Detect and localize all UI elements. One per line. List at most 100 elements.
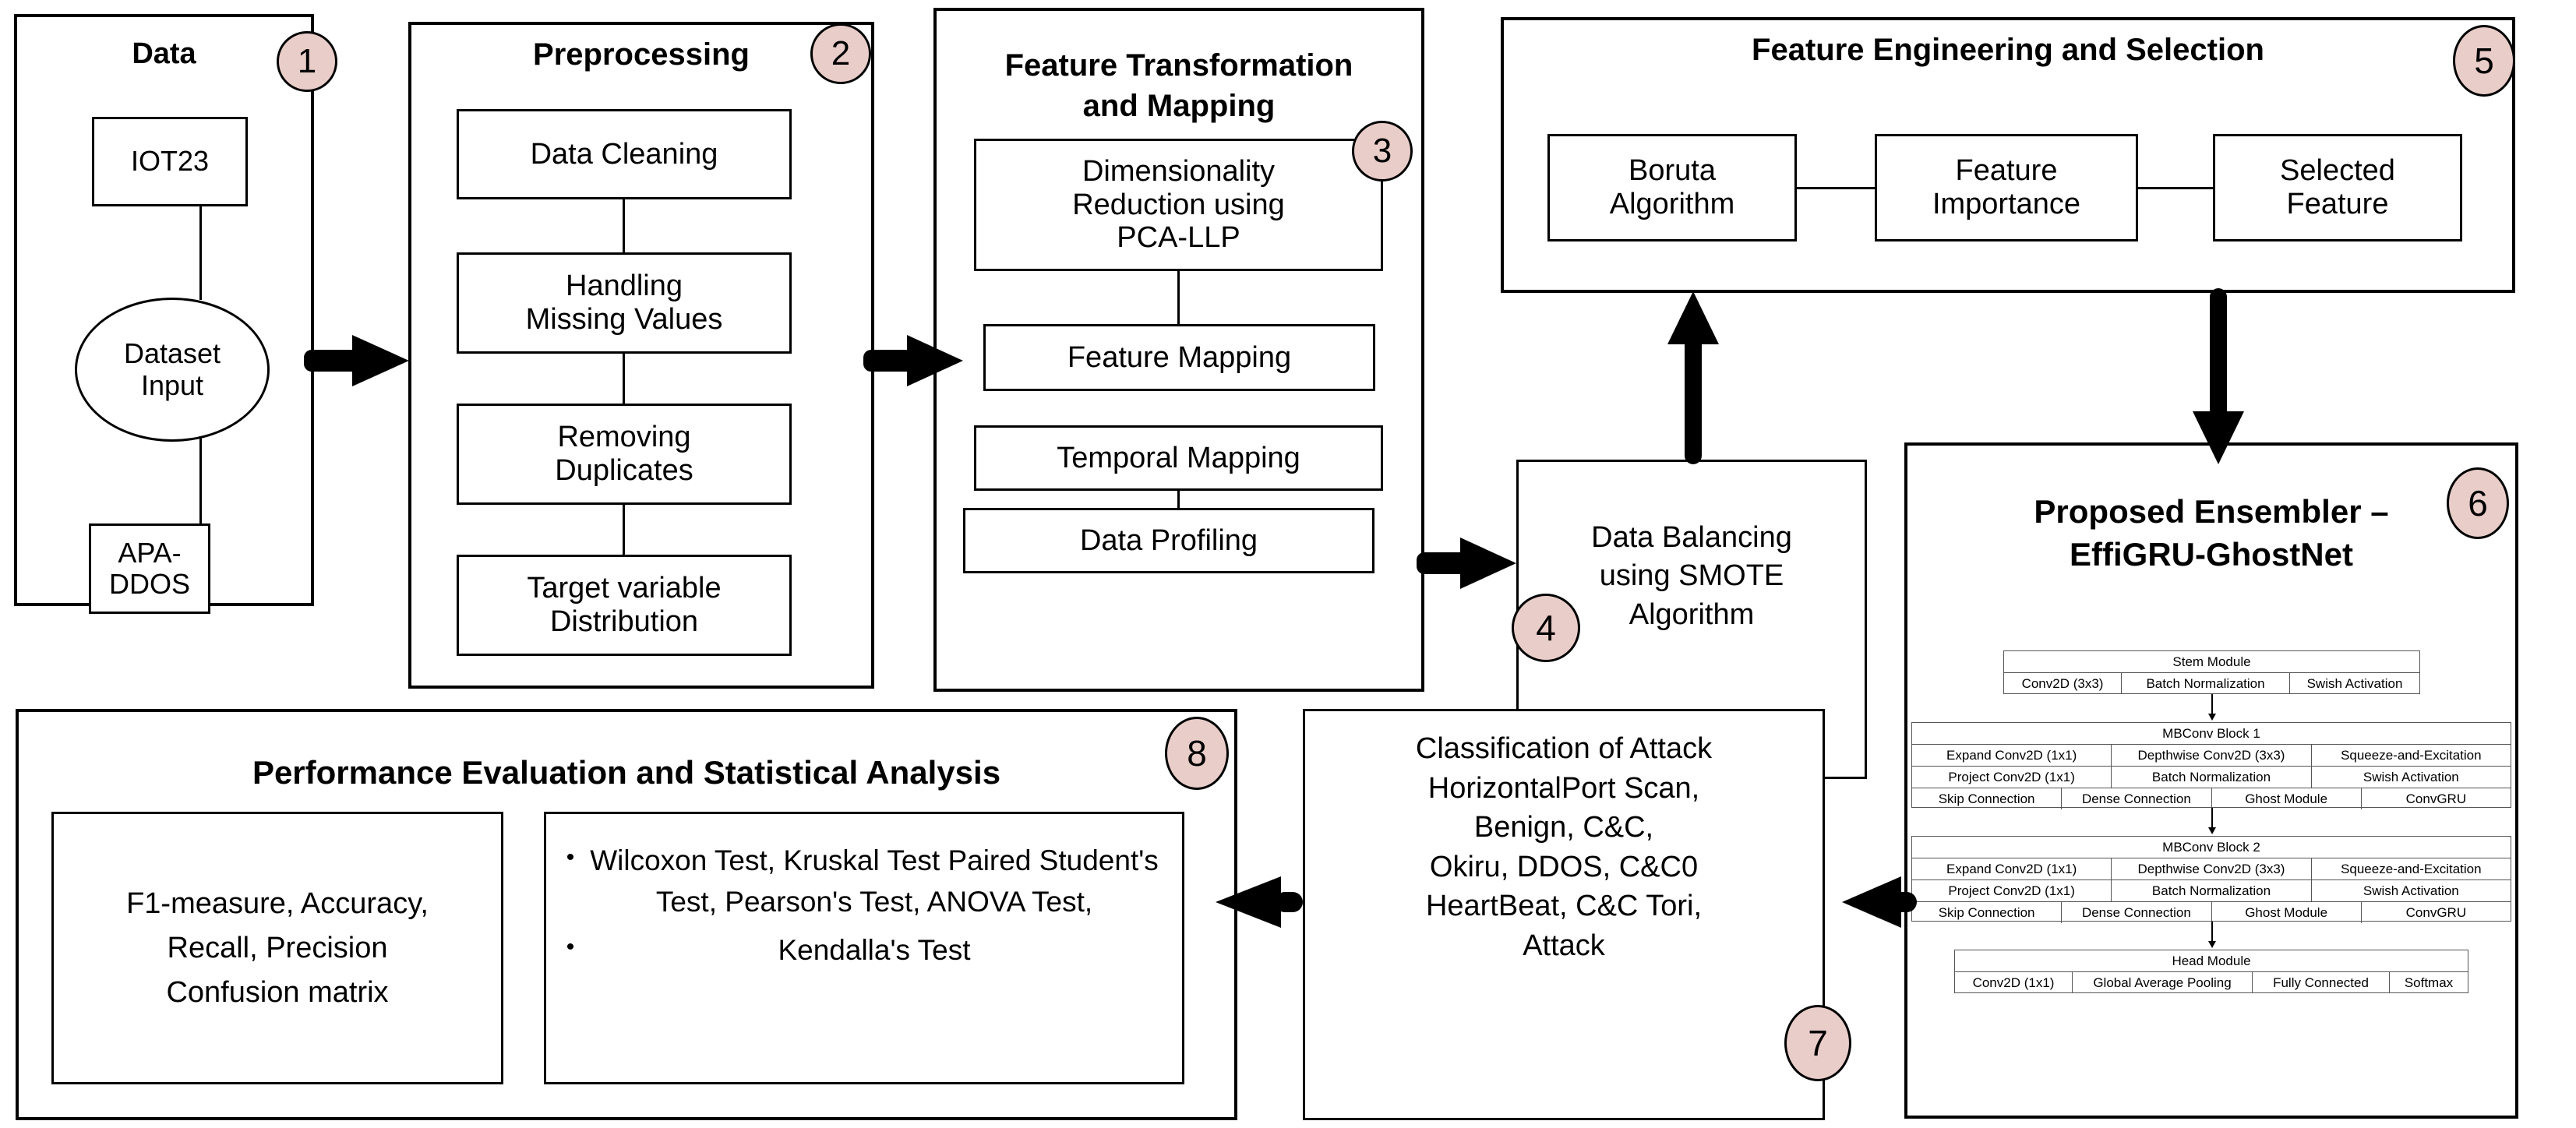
panel-feature-transformation-title: Feature Transformation and Mapping bbox=[933, 43, 1424, 129]
node-boruta-line2: Algorithm bbox=[1609, 188, 1735, 220]
arch-row: Project Conv2D (1x1) Batch Normalization… bbox=[1912, 880, 2511, 902]
node-dataset-input-line2: Input bbox=[140, 368, 204, 401]
panel-performance-title: Performance Evaluation and Statistical A… bbox=[252, 754, 1001, 791]
ft-title-line2: and Mapping bbox=[1082, 89, 1276, 123]
connector-dataset-apa bbox=[199, 436, 202, 527]
arch-block-head-module-title: Head Module bbox=[1955, 950, 2468, 972]
node-data-cleaning: Data Cleaning bbox=[457, 109, 792, 199]
arch-cell: Conv2D (1x1) bbox=[1955, 972, 2073, 993]
cls-line6: Attack bbox=[1523, 929, 1605, 962]
node-sf-line1: Selected bbox=[2280, 154, 2395, 188]
label-data-balancing: Data Balancing using SMOTE Algorithm bbox=[1516, 483, 1867, 670]
node-tvd-line1: Target variable bbox=[527, 572, 722, 605]
cls-line2: HorizontalPort Scan, bbox=[1427, 771, 1700, 805]
arch-cell: Expand Conv2D (1x1) bbox=[1912, 745, 2112, 766]
connector-iot23-dataset bbox=[199, 206, 202, 300]
db-line2: using SMOTE bbox=[1599, 559, 1784, 593]
arch-row: Project Conv2D (1x1) Batch Normalization… bbox=[1912, 767, 2511, 788]
node-fi-line1: Feature bbox=[1955, 154, 2058, 188]
arch-cell: Dense Connection bbox=[2062, 902, 2212, 923]
arch-block-mbconv-2: MBConv Block 2 Expand Conv2D (1x1) Depth… bbox=[1911, 836, 2511, 923]
badge-1: 1 bbox=[277, 31, 337, 92]
node-boruta-line1: Boruta bbox=[1629, 154, 1716, 188]
bullet-icon: • bbox=[566, 844, 575, 870]
badge-2: 2 bbox=[810, 23, 871, 84]
connector-prep-3-4 bbox=[623, 505, 625, 558]
node-feature-importance: Feature Importance bbox=[1875, 134, 2138, 241]
arch-cell: Global Average Pooling bbox=[2073, 972, 2253, 993]
node-dimensionality-reduction: Dimensionality Reduction using PCA-LLP bbox=[974, 139, 1383, 271]
ensembler-architecture: Stem Module Conv2D (3x3) Batch Normaliza… bbox=[1904, 650, 2518, 1087]
connector-prep-1-2 bbox=[623, 199, 625, 256]
arch-row: Conv2D (3x3) Batch Normalization Swish A… bbox=[2004, 673, 2419, 694]
node-fi-line2: Importance bbox=[1932, 188, 2081, 220]
cls-line1: Classification of Attack bbox=[1415, 732, 1713, 765]
metrics-line1: F1-measure, Accuracy, bbox=[126, 887, 429, 920]
badge-4: 4 bbox=[1512, 594, 1580, 662]
node-data-profiling: Data Profiling bbox=[963, 508, 1374, 573]
node-handling-missing-values: Handling Missing Values bbox=[457, 252, 792, 354]
node-sf-line2: Feature bbox=[2286, 188, 2389, 220]
node-apa-ddos-line2: DDOS bbox=[108, 568, 190, 600]
arch-block-mbconv-1-title: MBConv Block 1 bbox=[1912, 723, 2511, 745]
node-statistical-tests: • Wilcoxon Test, Kruskal Test Paired Stu… bbox=[544, 812, 1184, 1084]
arch-cell: Squeeze-and-Excitation bbox=[2341, 862, 2482, 876]
arrow-preprocessing-to-feature-transformation bbox=[863, 335, 963, 386]
node-selected-feature: Selected Feature bbox=[2213, 134, 2462, 241]
list-item-label: Kendalla's Test bbox=[778, 934, 971, 967]
arch-row: Skip Connection Dense Connection Ghost M… bbox=[1912, 902, 2511, 923]
arch-cell: Softmax bbox=[2404, 975, 2454, 990]
arch-cell: Ghost Module bbox=[2212, 902, 2362, 923]
list-item: • Kendalla's Test bbox=[557, 930, 1165, 971]
arch-connector-mb2-to-head bbox=[2208, 922, 2216, 948]
arrow-feature-engineering-to-ensembler bbox=[2193, 288, 2244, 464]
arch-cell: Skip Connection bbox=[1912, 902, 2063, 923]
badge-8: 8 bbox=[1165, 717, 1229, 790]
connector-prep-2-3 bbox=[623, 354, 625, 407]
arch-row: Expand Conv2D (1x1) Depthwise Conv2D (3x… bbox=[1912, 745, 2511, 767]
pe-title-line2: EffiGRU-GhostNet bbox=[2070, 536, 2353, 573]
node-tvd-line2: Distribution bbox=[549, 605, 699, 638]
arch-cell: Project Conv2D (1x1) bbox=[1912, 767, 2112, 788]
badge-5: 5 bbox=[2453, 25, 2515, 97]
node-hmv-line1: Handling bbox=[566, 270, 683, 303]
arrow-ensembler-to-classification bbox=[1842, 876, 1917, 928]
arch-cell: Swish Activation bbox=[2306, 676, 2403, 691]
cls-line4: Okiru, DDOS, C&C0 bbox=[1429, 850, 1699, 883]
node-dr-line3: PCA-LLP bbox=[1117, 221, 1240, 255]
arch-cell: Ghost Module bbox=[2212, 788, 2362, 809]
arch-block-stem-module-title: Stem Module bbox=[2004, 651, 2419, 673]
arrow-data-balancing-to-feature-engineering bbox=[1667, 291, 1719, 464]
arch-cell: Expand Conv2D (1x1) bbox=[1912, 858, 2112, 879]
arrow-classification-to-performance bbox=[1216, 876, 1303, 928]
badge-7: 7 bbox=[1784, 1005, 1851, 1081]
panel-classification bbox=[1303, 709, 1825, 1120]
arch-cell: Batch Normalization bbox=[2112, 767, 2312, 788]
arch-cell: Conv2D (3x3) bbox=[2004, 673, 2122, 694]
arch-cell: ConvGRU bbox=[2405, 791, 2467, 806]
arch-connector-stem-to-mb1 bbox=[2208, 694, 2216, 721]
list-item: • Wilcoxon Test, Kruskal Test Paired Stu… bbox=[557, 841, 1165, 922]
connector-ft-3-4 bbox=[1177, 489, 1180, 513]
node-rd-line1: Removing bbox=[557, 421, 691, 454]
node-apa-ddos-line1: APA- bbox=[118, 536, 182, 569]
badge-6: 6 bbox=[2447, 467, 2509, 539]
arch-row: Expand Conv2D (1x1) Depthwise Conv2D (3x… bbox=[1912, 858, 2511, 880]
node-dataset-input-line1: Dataset bbox=[123, 337, 221, 370]
arch-row: Conv2D (1x1) Global Average Pooling Full… bbox=[1955, 972, 2468, 993]
arch-cell: Depthwise Conv2D (3x3) bbox=[2112, 858, 2312, 879]
badge-3: 3 bbox=[1352, 121, 1413, 182]
arrow-data-to-preprocessing bbox=[304, 335, 409, 386]
panel-feature-engineering-title: Feature Engineering and Selection bbox=[1752, 33, 2264, 67]
arch-block-mbconv-2-title: MBConv Block 2 bbox=[1912, 837, 2511, 858]
db-line1: Data Balancing bbox=[1591, 520, 1792, 554]
arch-row: Skip Connection Dense Connection Ghost M… bbox=[1912, 788, 2511, 809]
node-iot23: IOT23 bbox=[92, 117, 248, 206]
node-rd-line2: Duplicates bbox=[555, 454, 693, 487]
arch-cell: Swish Activation bbox=[2363, 770, 2459, 784]
list-item-label: Wilcoxon Test, Kruskal Test Paired Stude… bbox=[590, 844, 1159, 918]
node-target-variable-distribution: Target variable Distribution bbox=[457, 555, 792, 656]
arch-cell: Dense Connection bbox=[2062, 788, 2212, 809]
node-removing-duplicates: Removing Duplicates bbox=[457, 404, 792, 505]
